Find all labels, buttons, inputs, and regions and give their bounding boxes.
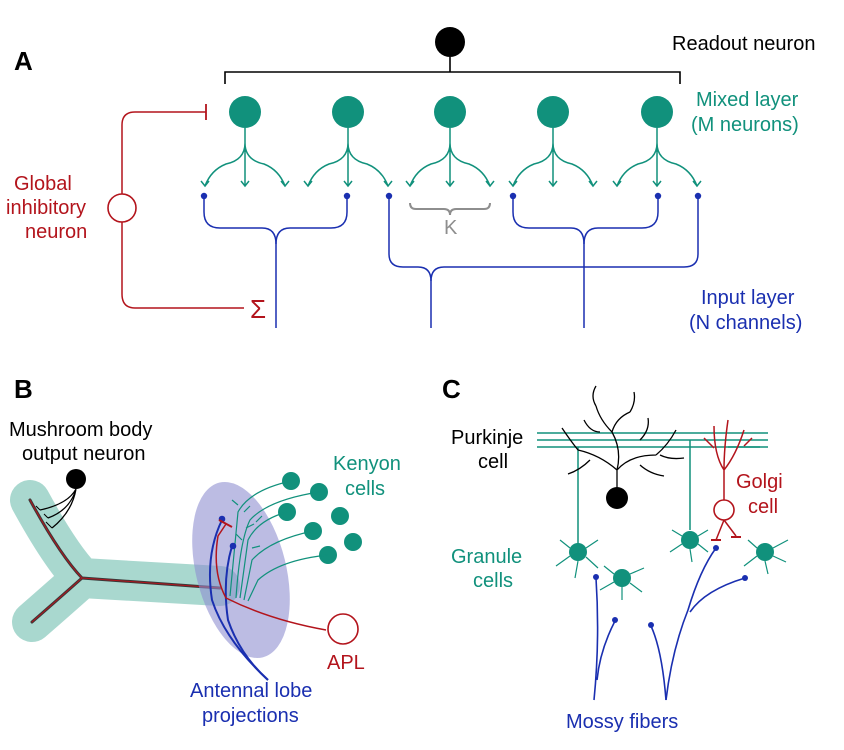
k-bracket [409, 202, 491, 216]
inhibitory-label-line2: inhibitory [6, 197, 86, 219]
k-label: K [444, 217, 458, 239]
panel-b-label: B [14, 374, 33, 404]
parallel-fibers [537, 432, 768, 548]
kenyon-axons [229, 480, 329, 602]
panel-b: B Mushroom body output neuron [9, 374, 401, 727]
readout-neuron [224, 27, 681, 84]
input-layer-label-line2: (N channels) [689, 312, 802, 334]
kenyon-cell [344, 533, 362, 551]
sigma-symbol: Σ [250, 294, 266, 324]
readout-neuron-label: Readout neuron [672, 33, 815, 55]
mbon-label-line1: Mushroom body [9, 419, 152, 441]
mixed-neuron [508, 96, 598, 188]
granule-label-line2: cells [473, 570, 513, 592]
mixed-neuron [200, 96, 290, 188]
apl-neuron [215, 519, 359, 645]
panel-a: A Readout neuron [6, 27, 815, 334]
antennal-label-line2: projections [202, 705, 299, 727]
mushroom-body-tract [28, 498, 222, 624]
mixed-layer-neurons [200, 96, 702, 188]
golgi-label-line1: Golgi [736, 471, 783, 493]
kenyon-cell [331, 507, 349, 525]
panel-c: C Purkinje cell Golgi cell [442, 374, 789, 733]
purkinje-cell [561, 385, 685, 509]
golgi-label-line2: cell [748, 496, 778, 518]
panel-c-label: C [442, 374, 461, 404]
granule-cell [669, 529, 709, 563]
granule-cell [599, 565, 645, 600]
mixed-neuron [405, 96, 495, 188]
kenyon-label-line2: cells [345, 478, 385, 500]
golgi-cell [703, 419, 753, 541]
input-layer-label-line1: Input layer [701, 287, 795, 309]
panel-a-label: A [14, 46, 33, 76]
input-synapses [200, 192, 702, 200]
mbon-label-line2: output neuron [22, 443, 145, 465]
mixed-neuron [612, 96, 702, 188]
purkinje-label-line1: Purkinje [451, 427, 523, 449]
granule-cell [555, 539, 599, 579]
mixed-neuron [303, 96, 393, 188]
antennal-projections [208, 519, 269, 681]
mushroom-body-shape [10, 480, 240, 642]
inhibitory-label-line3: neuron [25, 221, 87, 243]
granule-cells [555, 529, 789, 600]
apl-label: APL [327, 652, 365, 674]
inhibitory-label-line1: Global [14, 173, 72, 195]
global-inhibitory-neuron [107, 104, 244, 309]
mbon-neuron [35, 469, 86, 529]
mossy-synapses [593, 545, 748, 628]
mixed-layer-label-line2: (M neurons) [691, 114, 799, 136]
mossy-fibers [593, 547, 746, 701]
purkinje-label-line2: cell [478, 451, 508, 473]
granule-label-line1: Granule [451, 546, 522, 568]
granule-cell [743, 539, 789, 575]
kenyon-label-line1: Kenyon [333, 453, 401, 475]
input-layer-axons [203, 197, 699, 328]
mixed-layer-label-line1: Mixed layer [696, 89, 799, 111]
mossy-fibers-label: Mossy fibers [566, 711, 678, 733]
antennal-lobe-region [192, 481, 290, 659]
antennal-label-line1: Antennal lobe [190, 680, 312, 702]
projection-synapses [218, 515, 237, 550]
